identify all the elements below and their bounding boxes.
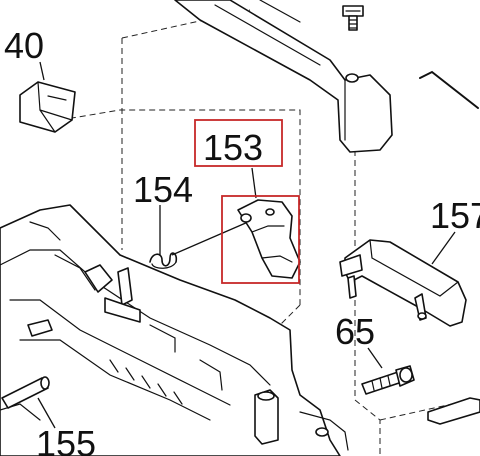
callout-153-highlight-box [194, 119, 283, 167]
top-screw [342, 5, 364, 31]
callout-154: 154 [133, 169, 193, 210]
lever-part [237, 199, 301, 279]
callout-65: 65 [335, 311, 375, 352]
bent-wire-part [419, 70, 479, 109]
screw-part [361, 365, 415, 395]
bracket-part [427, 397, 480, 425]
switch-part [19, 81, 76, 133]
spring-part [149, 252, 178, 269]
callout-40: 40 [4, 25, 44, 66]
leader-65 [367, 347, 383, 369]
plate-part [339, 239, 467, 327]
pin-part [1, 376, 50, 409]
main-frame-part [0, 204, 349, 456]
spring-to-lever-line [171, 221, 249, 256]
top-rail-part [174, 0, 393, 153]
callout-157: 157 [430, 195, 480, 236]
lever-153-highlight-box [221, 195, 300, 284]
leader-153 [251, 167, 257, 199]
leader-155 [37, 397, 56, 429]
callout-153: 153 [203, 127, 263, 168]
leader-40 [39, 61, 45, 81]
callout-155: 155 [36, 423, 96, 456]
leader-157 [431, 231, 456, 265]
